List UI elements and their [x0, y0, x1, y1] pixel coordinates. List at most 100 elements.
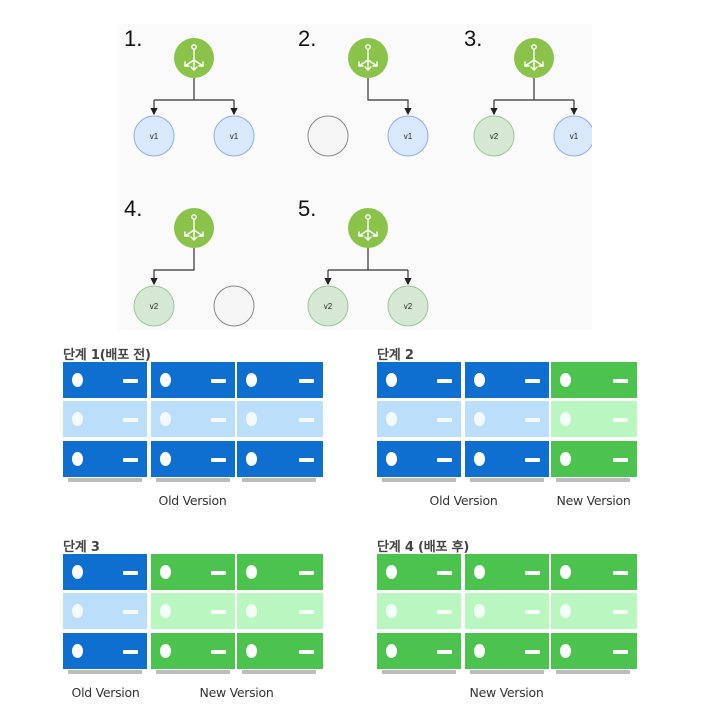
server-slot-icon	[613, 571, 628, 575]
new-version-server	[237, 633, 323, 669]
stage-title: 단계 4 (배포 후)	[377, 540, 470, 555]
pod-version-label: v2	[490, 132, 499, 141]
pod-version-label: v1	[150, 132, 159, 141]
pod-version-label: v2	[150, 302, 159, 311]
step-number: 1.	[124, 26, 142, 51]
new-version-server	[551, 633, 637, 669]
server-led-icon	[386, 452, 397, 466]
old-version-server	[63, 593, 147, 629]
server-led-icon	[72, 644, 83, 658]
rack-shelf	[382, 478, 456, 482]
server-led-icon	[474, 412, 485, 426]
server-slot-icon	[613, 379, 628, 383]
server-slot-icon	[525, 418, 540, 422]
server-slot-icon	[299, 418, 314, 422]
pod-node-v1: v1	[213, 115, 255, 157]
rack-shelf	[556, 478, 630, 482]
server-led-icon	[246, 604, 257, 618]
server-led-icon	[246, 373, 257, 387]
rack-shelf	[68, 478, 142, 482]
server-slot-icon	[299, 650, 314, 654]
server-led-icon	[386, 565, 397, 579]
pod-node-v1: v1	[133, 115, 175, 157]
server-slot-icon	[211, 379, 226, 383]
server-led-icon	[246, 412, 257, 426]
old-version-server	[377, 441, 461, 477]
server-led-icon	[160, 452, 171, 466]
new-version-server	[237, 554, 323, 590]
server-led-icon	[386, 373, 397, 387]
server-slot-icon	[123, 379, 138, 383]
server-slot-icon	[123, 650, 138, 654]
rack-shelf	[156, 478, 230, 482]
new-version-server	[377, 554, 461, 590]
old-version-server	[237, 441, 323, 477]
server-slot-icon	[299, 379, 314, 383]
old-version-server	[465, 362, 549, 398]
server-led-icon	[386, 644, 397, 658]
server-slot-icon	[299, 610, 314, 614]
server-led-icon	[560, 452, 571, 466]
server-slot-icon	[613, 610, 628, 614]
old-version-server	[377, 401, 461, 437]
step-number: 5.	[298, 196, 316, 221]
old-version-server	[465, 401, 549, 437]
pod-node-v2: v2	[473, 115, 515, 157]
server-slot-icon	[437, 571, 452, 575]
new-version-server	[551, 593, 637, 629]
server-led-icon	[72, 565, 83, 579]
load-balancer-icon	[348, 38, 388, 78]
server-slot-icon	[123, 458, 138, 462]
server-slot-icon	[211, 650, 226, 654]
server-slot-icon	[525, 571, 540, 575]
server-slot-icon	[525, 610, 540, 614]
old-version-server	[237, 401, 323, 437]
connector-line	[328, 248, 408, 271]
server-led-icon	[386, 412, 397, 426]
pod-version-label: v2	[324, 302, 333, 311]
stage-panel-1: 단계 1(배포 전)Old Version	[63, 344, 325, 514]
version-label: Old Version	[429, 493, 498, 508]
server-slot-icon	[123, 418, 138, 422]
empty-pod-node	[307, 115, 349, 157]
server-led-icon	[72, 373, 83, 387]
pod-version-label: v1	[570, 132, 579, 141]
new-version-server	[237, 593, 323, 629]
pod-node-v2: v2	[307, 285, 349, 327]
pod-version-label: v1	[404, 132, 413, 141]
server-rack	[63, 554, 325, 680]
new-version-server	[551, 362, 637, 398]
pod-version-label: v1	[230, 132, 239, 141]
old-version-server	[237, 362, 323, 398]
step-4: 4.v2	[124, 196, 255, 327]
old-version-server	[63, 633, 147, 669]
server-slot-icon	[525, 458, 540, 462]
server-slot-icon	[211, 418, 226, 422]
rack-shelf	[470, 478, 544, 482]
server-led-icon	[72, 412, 83, 426]
server-led-icon	[474, 644, 485, 658]
server-slot-icon	[613, 458, 628, 462]
old-version-server	[63, 441, 147, 477]
version-label: New Version	[469, 685, 544, 700]
new-version-server	[151, 633, 235, 669]
server-led-icon	[72, 452, 83, 466]
version-label: New Version	[199, 685, 274, 700]
server-led-icon	[474, 373, 485, 387]
server-slot-icon	[613, 650, 628, 654]
server-led-icon	[72, 604, 83, 618]
pod-node-v1: v1	[387, 115, 429, 157]
server-slot-icon	[123, 610, 138, 614]
server-led-icon	[474, 452, 485, 466]
rack-shelf	[470, 670, 544, 674]
server-slot-icon	[437, 610, 452, 614]
step-number: 2.	[298, 26, 316, 51]
step-1: 1. v1 v1	[124, 26, 255, 157]
server-rack	[377, 362, 639, 488]
server-slot-icon	[299, 571, 314, 575]
connector-line	[154, 78, 234, 101]
